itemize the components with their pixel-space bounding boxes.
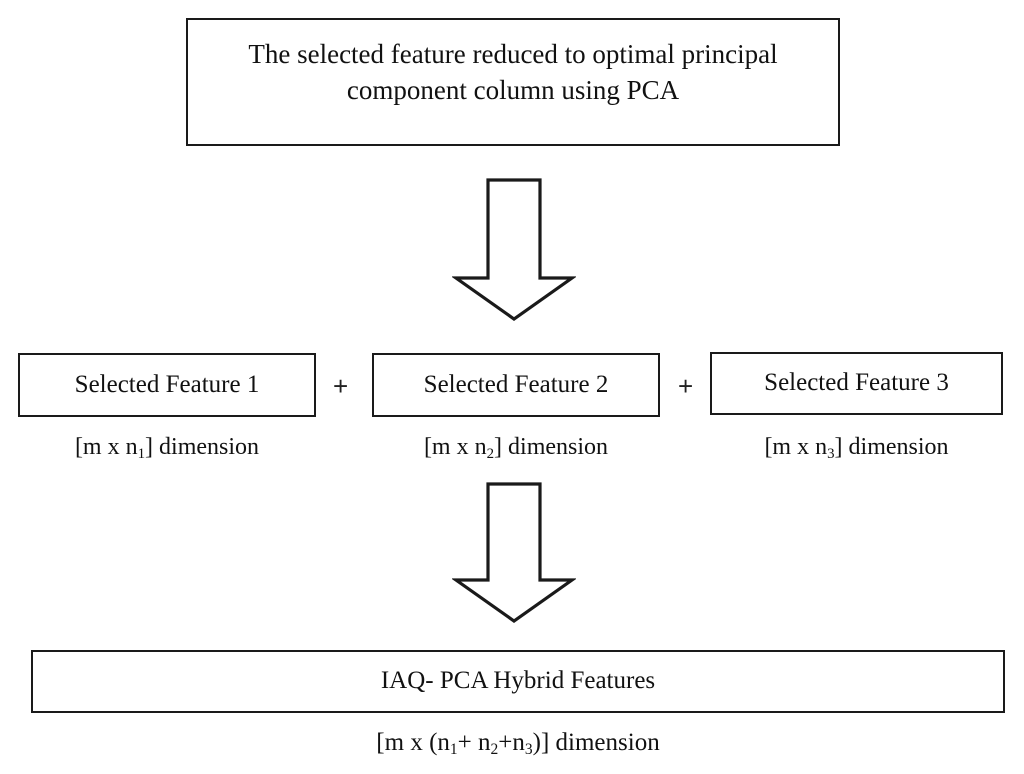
selected-feature-2-label: Selected Feature 2 xyxy=(423,370,609,398)
hybrid-features-label: IAQ- PCA Hybrid Features xyxy=(380,667,656,695)
dimension-subscript-2: 2 xyxy=(490,741,499,759)
selected-feature-1-dimension: [m x n1] dimension xyxy=(18,434,316,462)
dimension-subscript: 2 xyxy=(486,445,495,462)
dimension-prefix: [m x n xyxy=(423,434,487,460)
selected-feature-1-box: Selected Feature 1 xyxy=(18,353,316,417)
dimension-suffix: ] dimension xyxy=(834,434,949,460)
arrow-down-to-features-icon xyxy=(452,178,576,321)
dimension-subscript: 1 xyxy=(137,445,146,462)
plus-operator-2: + xyxy=(678,371,694,401)
plus-operator-1: + xyxy=(333,371,349,401)
dimension-prefix: [m x n xyxy=(764,434,828,460)
selected-feature-2-box: Selected Feature 2 xyxy=(372,353,660,417)
top-process-box: The selected feature reduced to optimal … xyxy=(186,18,840,146)
top-process-box-label: The selected feature reduced to optimal … xyxy=(248,39,778,106)
dimension-part-4: )] dimension xyxy=(532,729,660,756)
hybrid-features-box: IAQ- PCA Hybrid Features xyxy=(31,650,1005,713)
arrow-down-to-hybrid-icon xyxy=(452,482,576,623)
hybrid-features-dimension: [m x (n1+ n2+n3)] dimension xyxy=(31,729,1005,759)
dimension-prefix: [m x n xyxy=(74,434,138,460)
dimension-subscript-3: 3 xyxy=(524,741,533,759)
dimension-part-2: + n xyxy=(457,729,491,756)
dimension-part-3: +n xyxy=(498,729,525,756)
selected-feature-2-dimension: [m x n2] dimension xyxy=(372,434,660,462)
selected-feature-3-box: Selected Feature 3 xyxy=(710,352,1003,415)
selected-feature-1-label: Selected Feature 1 xyxy=(74,370,260,398)
dimension-suffix: ] dimension xyxy=(494,434,609,460)
dimension-subscript-1: 1 xyxy=(449,741,458,759)
selected-feature-3-label: Selected Feature 3 xyxy=(764,369,949,397)
selected-feature-3-dimension: [m x n3] dimension xyxy=(710,434,1003,462)
dimension-subscript: 3 xyxy=(827,445,835,462)
dimension-part-1: [m x (n xyxy=(376,729,450,756)
dimension-suffix: ] dimension xyxy=(145,434,260,460)
